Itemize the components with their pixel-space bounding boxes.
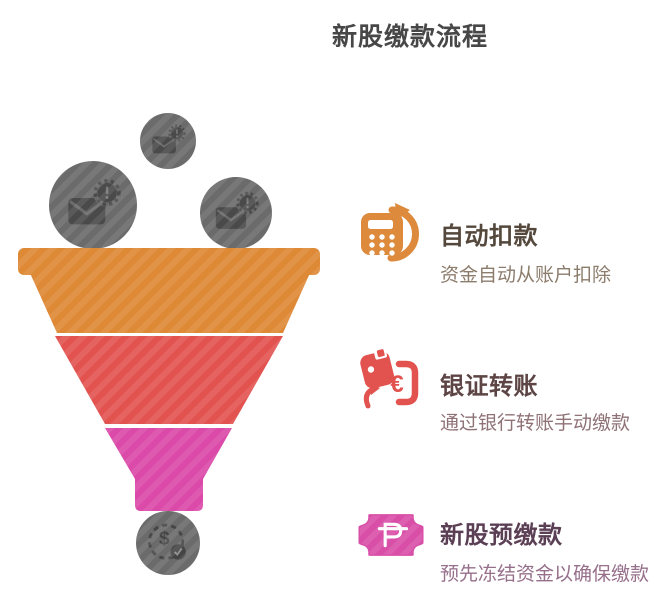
process-item-auto-deduct: 自动扣款 资金自动从账户扣除 <box>358 200 658 300</box>
item-description: 预先冻结资金以确保缴款 <box>440 564 650 585</box>
item-description: 通过银行转账手动缴款 <box>440 413 631 434</box>
item-description: 资金自动从账户扣除 <box>440 265 612 286</box>
process-item-bank-transfer: € 银证转账 通过银行转账手动缴款 <box>358 346 658 446</box>
peso-ticket-icon <box>358 509 424 561</box>
bank-transfer-icon: € <box>358 346 424 412</box>
funnel-graphic: $ <box>0 110 340 585</box>
process-item-prepayment: 新股预缴款 预先冻结资金以确保缴款 <box>358 503 658 603</box>
svg-text:€: € <box>390 371 403 398</box>
item-title: 银证转账 <box>440 373 538 400</box>
funnel-svg: $ <box>18 111 320 577</box>
page-title: 新股缴款流程 <box>331 23 489 51</box>
item-title: 自动扣款 <box>440 223 538 250</box>
item-title: 新股预缴款 <box>440 522 563 549</box>
calculator-autopay-icon <box>358 200 424 266</box>
